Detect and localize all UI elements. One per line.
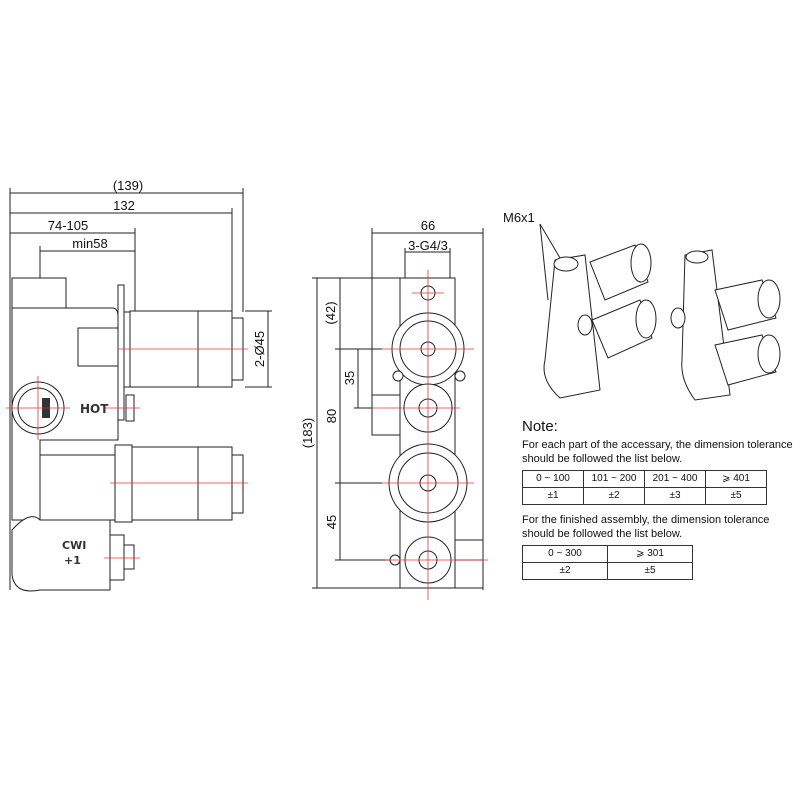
tolerance-note: Note: For each part of the accessary, th…: [522, 418, 802, 588]
range-cell: 0 ~ 100: [522, 470, 584, 488]
dim-length: 132: [113, 198, 135, 213]
range-cell: ⩾ 301: [607, 545, 693, 563]
tolerance-cell: ±5: [705, 487, 767, 505]
side-view: (139) 132 74-105 min58 2-Ø45 HOT: [6, 178, 272, 592]
note-title: Note:: [522, 418, 558, 435]
tolerance-cell: ±5: [607, 562, 693, 580]
dim-thread: 3-G4/3: [408, 238, 448, 253]
dim-diameter: 2-Ø45: [252, 331, 267, 367]
note-para-assembly: For the finished assembly, the dimension…: [522, 514, 770, 540]
dim-width: 66: [421, 218, 435, 233]
table-row: 0 ~ 300 ⩾ 301: [522, 545, 693, 563]
table-row: ±2 ±5: [522, 562, 693, 580]
tolerance-cell: ±1: [522, 487, 584, 505]
range-cell: 101 ~ 200: [583, 470, 645, 488]
tolerance-cell: ±2: [522, 562, 608, 580]
table-row: 0 ~ 100 101 ~ 200 201 ~ 400 ⩾ 401: [522, 470, 767, 488]
range-cell: ⩾ 401: [705, 470, 767, 488]
dim-height-total: (183): [300, 418, 315, 448]
dim-35: 35: [342, 371, 357, 385]
tolerance-table-assembly: 0 ~ 300 ⩾ 301 ±2 ±5: [522, 545, 693, 580]
iso-view: M6x1: [503, 210, 781, 401]
table-row: ±1 ±2 ±3 ±5: [522, 487, 767, 505]
dim-overall: (139): [113, 178, 143, 193]
dim-45: 45: [324, 515, 339, 529]
dim-top: (42): [323, 301, 338, 324]
front-view: 66 3-G4/3 (183) (42) 35 80 45: [300, 218, 488, 600]
label-m6x1: M6x1: [503, 210, 535, 225]
tolerance-cell: ±2: [583, 487, 645, 505]
tolerance-table-parts: 0 ~ 100 101 ~ 200 201 ~ 400 ⩾ 401 ±1 ±2 …: [522, 470, 767, 505]
range-cell: 201 ~ 400: [644, 470, 706, 488]
label-hot: HOT: [80, 402, 109, 416]
note-para-parts: For each part of the accessary, the dime…: [522, 439, 793, 465]
dim-min: min58: [72, 236, 107, 251]
dim-range: 74-105: [48, 218, 88, 233]
dim-80: 80: [324, 409, 339, 423]
range-cell: 0 ~ 300: [522, 545, 608, 563]
label-cw: CWI: [62, 539, 86, 552]
label-cw-number: +1: [64, 554, 81, 567]
tolerance-cell: ±3: [644, 487, 706, 505]
